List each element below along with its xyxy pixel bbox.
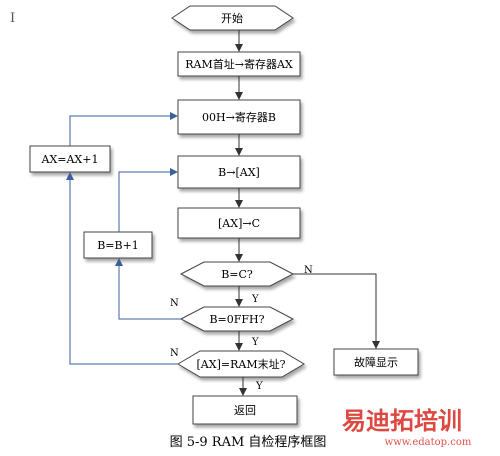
text-cursor-mark: I: [10, 11, 15, 26]
node-read: [AX]→C: [177, 207, 301, 239]
node-check-b-eq-c: B=C?: [179, 261, 295, 287]
label-bc-yes: Y: [251, 294, 259, 305]
node-inc-ax-label: AX=AX+1: [41, 153, 99, 166]
node-read-label: [AX]→C: [218, 217, 260, 230]
arrow-check-ff-no-to-inc-b: [115, 258, 181, 320]
figure-caption: 图 5-9 RAM 自检程序框图: [170, 435, 327, 450]
node-inc-b-label: B=B+1: [97, 239, 139, 252]
arrow-check-end-no-to-inc-ax: [66, 172, 178, 365]
node-check-ram-end-label: [AX]=RAM末址?: [197, 357, 286, 371]
node-check-b-eq-c-label: B=C?: [221, 268, 253, 281]
node-start: 开始: [171, 5, 294, 31]
arrow-inc-b-to-write: [118, 168, 178, 232]
arrow-check-bc-no-to-fault: [293, 273, 380, 349]
node-inc-b: B=B+1: [83, 231, 153, 259]
node-ram-first-address: RAM首址→寄存器AX: [177, 51, 301, 77]
node-check-ram-end: [AX]=RAM末址?: [177, 350, 305, 378]
label-bc-no: N: [304, 265, 313, 276]
node-fault-display-label: 故障显示: [354, 355, 398, 369]
node-check-b-eq-ffh-label: B=0FFH?: [209, 313, 264, 326]
node-write-label: B→[AX]: [218, 166, 260, 179]
arrow-inc-ax-to-init-b: [69, 112, 178, 146]
watermark-logo: 易迪拓培训 www.edatop.com: [342, 406, 472, 448]
node-write: B→[AX]: [177, 155, 301, 189]
node-return: 返回: [192, 395, 298, 425]
watermark-text: 易迪拓培训: [342, 406, 462, 435]
label-ff-yes: Y: [251, 337, 259, 348]
label-end-yes: Y: [255, 381, 263, 392]
node-return-label: 返回: [234, 404, 256, 417]
node-ram-first-address-label: RAM首址→寄存器AX: [185, 57, 293, 71]
node-fault-display: 故障显示: [333, 348, 419, 376]
watermark-url: www.edatop.com: [385, 437, 472, 448]
node-inc-ax: AX=AX+1: [29, 145, 111, 173]
node-check-b-eq-ffh: B=0FFH?: [179, 306, 295, 332]
node-init-b: 00H→寄存器B: [177, 99, 301, 135]
node-init-b-label: 00H→寄存器B: [202, 110, 276, 124]
label-ff-no: N: [170, 298, 179, 309]
label-end-no: N: [170, 348, 179, 359]
node-start-label: 开始: [221, 11, 243, 25]
